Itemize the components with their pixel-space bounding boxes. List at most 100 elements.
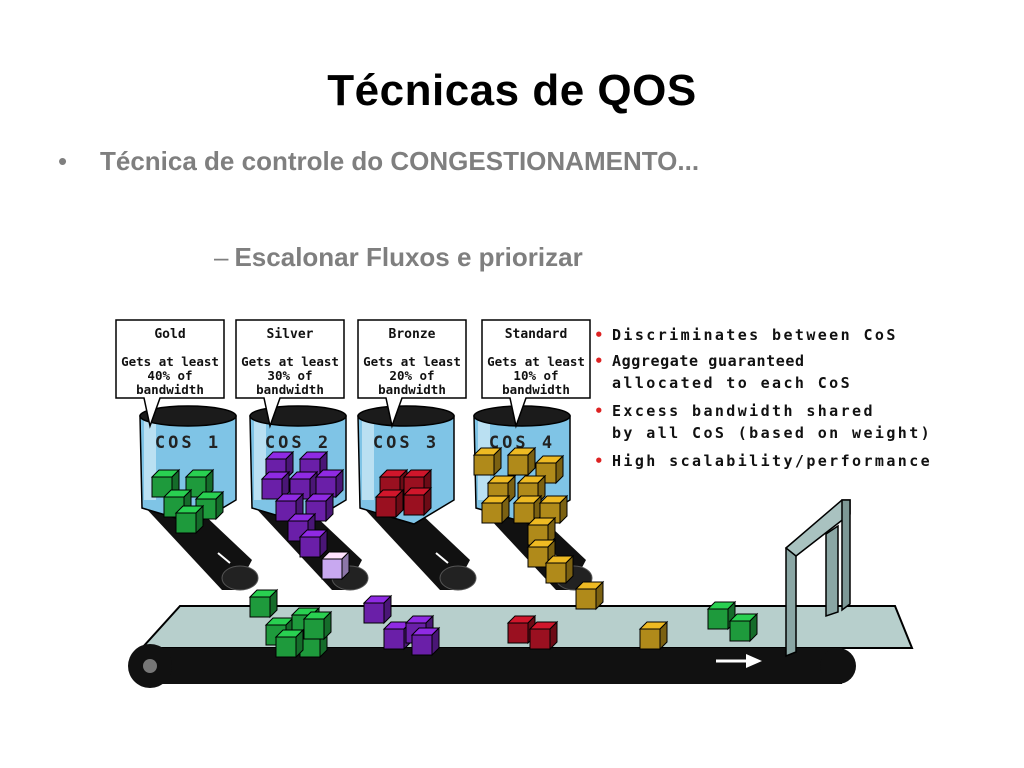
feature-bullet: • <box>594 326 604 344</box>
cube-front <box>513 502 535 524</box>
callout-title: Gold <box>154 327 185 342</box>
cube-front <box>403 494 425 516</box>
cube-side <box>527 446 536 477</box>
callout-line: bandwidth <box>256 382 324 397</box>
cube-front <box>321 558 343 580</box>
cube-front <box>411 634 433 656</box>
cube-side <box>395 488 404 519</box>
packet-cube-silver <box>288 470 319 501</box>
cube-front <box>507 454 529 476</box>
packet-cube-silver <box>304 492 335 523</box>
sub-bullet-text: Escalonar Fluxos e priorizar <box>234 242 583 272</box>
cube-side <box>319 528 328 559</box>
callout-title: Silver <box>267 327 314 342</box>
gate-left-post <box>785 538 797 658</box>
callout-line: bandwidth <box>378 382 446 397</box>
funnel-rim <box>139 405 237 427</box>
callout-line: 10% of <box>513 368 558 383</box>
callout-box <box>235 319 345 429</box>
gate-top-bar <box>784 499 851 557</box>
slide-title: Técnicas de QOS <box>327 66 697 115</box>
feature-text: Excess bandwidth shared <box>612 402 875 420</box>
packet-cube-standard <box>638 620 669 651</box>
callout-line: bandwidth <box>502 382 570 397</box>
cube-side <box>325 492 334 523</box>
funnel-rim <box>357 405 455 427</box>
feature-item: •Discriminates between CoS <box>594 326 895 344</box>
cube-front <box>375 496 397 518</box>
cube-side <box>341 550 350 581</box>
funnel-shine <box>362 420 374 500</box>
funnel-label: COS 3 <box>373 433 439 453</box>
funnel-rim <box>249 405 347 427</box>
packet-cube-silver <box>410 626 441 657</box>
cube-side <box>493 446 502 477</box>
sub-bullet-item: –Escalonar Fluxos e priorizar <box>214 242 583 273</box>
cube-side <box>423 486 432 517</box>
cube-front <box>575 588 597 610</box>
cube-side <box>281 470 290 501</box>
cube-front <box>481 502 503 524</box>
packet-cube-silver <box>314 468 345 499</box>
cube-front <box>527 546 549 568</box>
feature-item: •High scalability/performance <box>594 452 930 470</box>
feature-bullet: • <box>594 402 604 420</box>
cube-side <box>383 594 392 625</box>
funnel-label: COS 1 <box>155 433 221 453</box>
cube-side <box>195 504 204 535</box>
spout-highlight <box>217 552 231 564</box>
cube-front <box>249 596 271 618</box>
cube-front <box>639 628 661 650</box>
cube-front <box>507 622 529 644</box>
cube-front <box>473 454 495 476</box>
cube-side <box>547 516 556 547</box>
cube-side <box>295 628 304 659</box>
cube-front <box>383 628 405 650</box>
cube-front <box>545 562 567 584</box>
cube-front <box>729 620 751 642</box>
callout-box <box>357 319 467 429</box>
packet-cube-silver <box>298 528 329 559</box>
callout-line: Gets at least <box>121 354 219 369</box>
cube-front <box>303 618 325 640</box>
packet-cube-standard <box>574 580 605 611</box>
callout-line: 40% of <box>147 368 192 383</box>
spout-highlight <box>435 552 449 564</box>
packet-cube-bronze <box>528 620 559 651</box>
callout-title: Bronze <box>389 327 436 342</box>
packet-cube-gold <box>728 612 759 643</box>
packet-cube-gold <box>184 468 215 499</box>
cube-front <box>299 536 321 558</box>
packet-cube-standard <box>480 494 511 525</box>
callout-box <box>115 319 225 429</box>
callout-line: Gets at least <box>363 354 461 369</box>
cube-front <box>363 602 385 624</box>
callout-line: bandwidth <box>136 382 204 397</box>
packet-cube-silver <box>362 594 393 625</box>
packet-cube-gold <box>274 628 305 659</box>
callout-line: 30% of <box>267 368 312 383</box>
feature-bullet: • <box>594 452 604 470</box>
output-gate <box>784 499 851 658</box>
bullet-item: •Técnica de controle do CONGESTIONAMENTO… <box>58 146 699 177</box>
packet-cube-falling <box>320 550 351 581</box>
packet-cube-gold <box>248 588 279 619</box>
funnel-label: COS 2 <box>265 433 331 453</box>
cube-front <box>529 628 551 650</box>
cube-front <box>275 636 297 658</box>
cube-side <box>555 454 564 485</box>
cube-side <box>323 610 332 641</box>
callout-line: Gets at least <box>241 354 339 369</box>
packet-cube-standard <box>512 494 543 525</box>
cube-side <box>335 468 344 499</box>
cube-side <box>431 626 440 657</box>
cube-side <box>501 494 510 525</box>
sub-bullet-dash: – <box>214 242 229 272</box>
cube-side <box>565 554 574 585</box>
feature-bullet: • <box>594 352 604 370</box>
feature-list: •Discriminates between CoS•Aggregate gua… <box>594 326 930 470</box>
